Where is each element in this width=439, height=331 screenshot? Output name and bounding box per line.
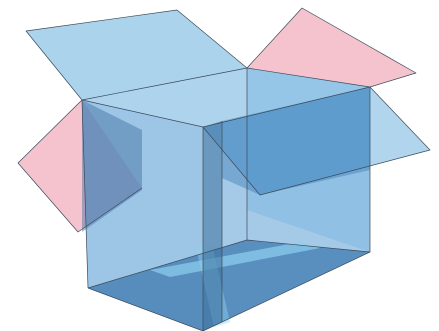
inner-divider-panel	[203, 121, 222, 331]
